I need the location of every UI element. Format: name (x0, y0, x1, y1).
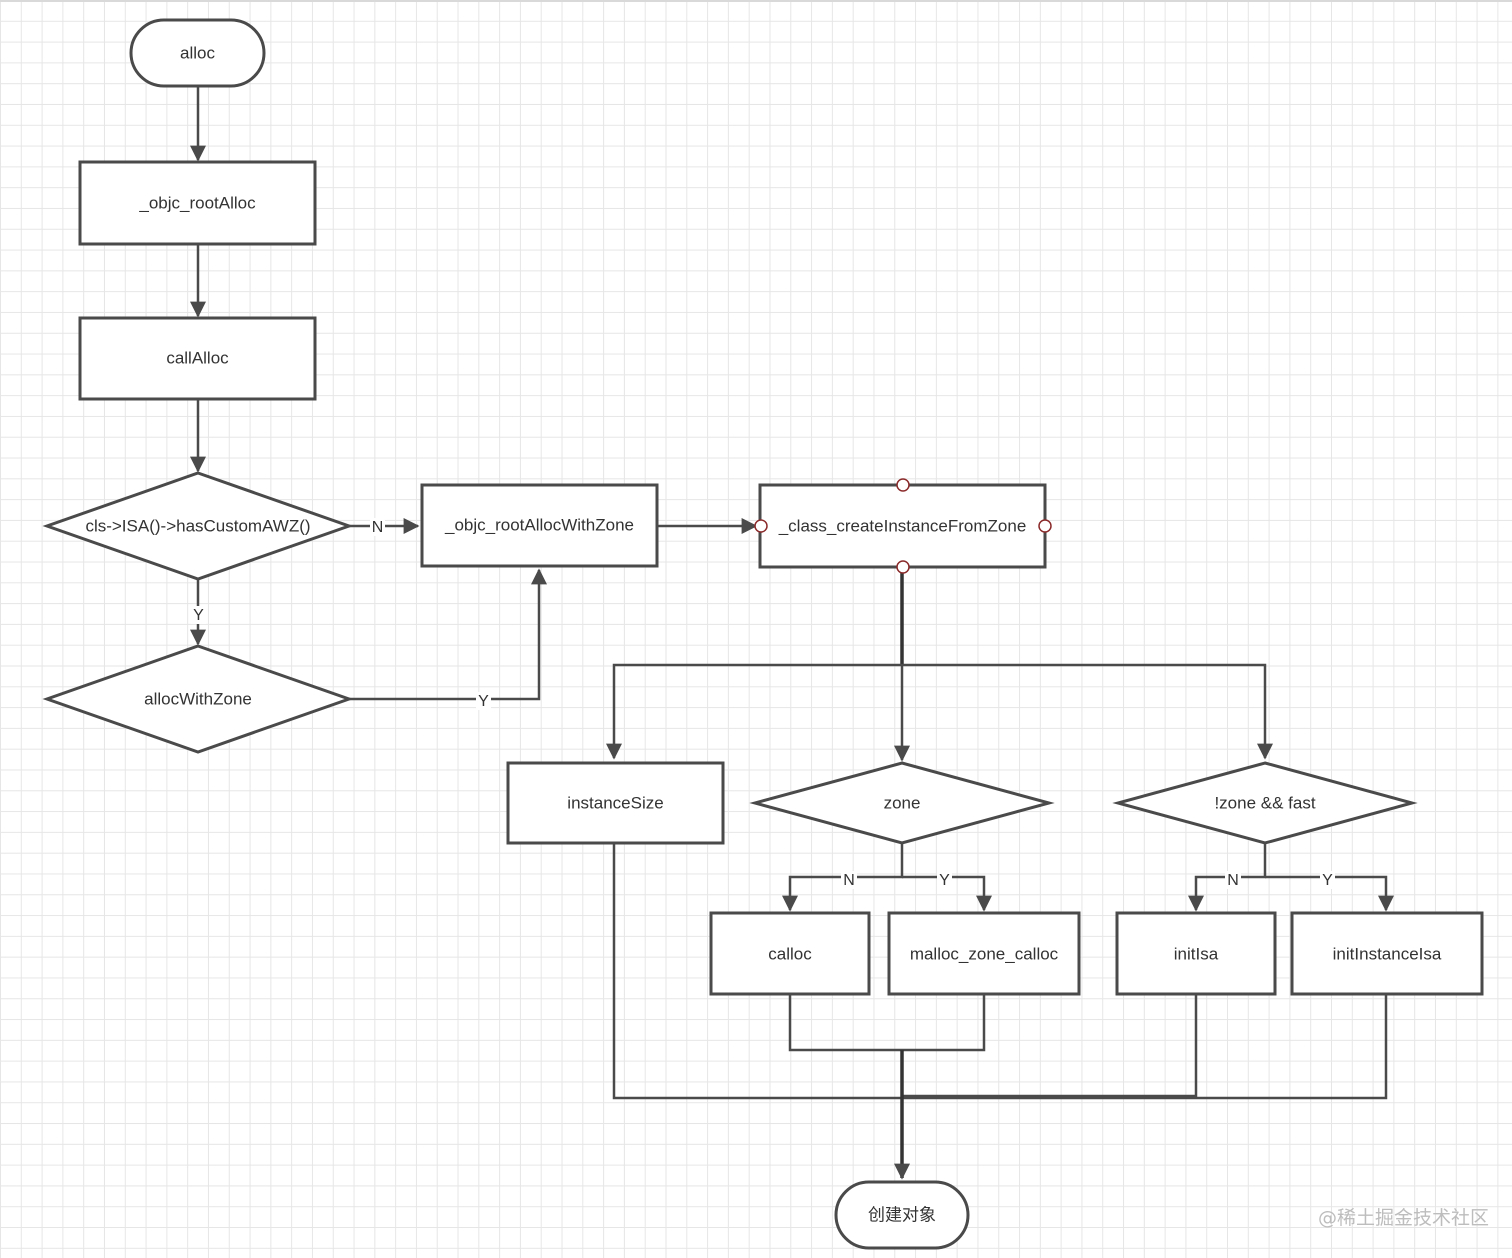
node-objc-rootallocwithzone-label: _objc_rootAllocWithZone (444, 515, 634, 534)
edge-instancesize-merge (612, 843, 1388, 1100)
node-class-createinstancefromzone-label: _class_createInstanceFromZone (778, 516, 1027, 535)
label-fast-yes: Y (1322, 872, 1333, 889)
node-class-createinstancefromzone[interactable]: _class_createInstanceFromZone (754, 478, 1052, 574)
node-create-object-label: 创建对象 (868, 1205, 936, 1224)
node-allocwithzone-decision[interactable]: allocWithZone (42, 644, 354, 754)
watermark: @稀土掘金技术社区 (1318, 1207, 1490, 1229)
node-callalloc-label: callAlloc (166, 348, 229, 367)
edge-initisa-merge (902, 994, 1198, 1098)
node-calloc[interactable]: calloc (709, 911, 871, 996)
node-callalloc[interactable]: callAlloc (78, 316, 317, 401)
node-create-object[interactable]: 创建对象 (834, 1180, 970, 1250)
node-zone-label: zone (884, 793, 921, 812)
edge-labels: N Y Y N Y N Y (191, 518, 1335, 889)
node-malloc-zone-calloc[interactable]: malloc_zone_calloc (887, 911, 1081, 996)
node-calloc-label: calloc (768, 944, 812, 963)
label-zone-yes: Y (939, 872, 950, 889)
label-fast-no: N (1227, 872, 1239, 889)
node-initisa-label: initIsa (1174, 944, 1219, 963)
port-bottom[interactable] (896, 560, 910, 574)
edge-allocwithzone-yes (349, 568, 547, 701)
label-zone-no: N (843, 872, 855, 889)
node-allocwithzone-label: allocWithZone (144, 689, 252, 708)
node-hascustomawz-decision[interactable]: cls->ISA()->hasCustomAWZ() (42, 471, 354, 581)
edge-to-instancesize (606, 663, 902, 760)
node-zone-fast-decision[interactable]: !zone && fast (1112, 761, 1418, 845)
node-malloc-zone-calloc-label: malloc_zone_calloc (910, 944, 1059, 963)
node-zone-fast-label: !zone && fast (1214, 793, 1315, 812)
node-instancesize[interactable]: instanceSize (506, 761, 725, 845)
edge-fast-yes (1265, 875, 1394, 912)
connectors (190, 86, 1394, 1180)
node-initinstanceisa[interactable]: initInstanceIsa (1290, 911, 1484, 996)
edge-to-zone-fast (902, 663, 1273, 760)
label-awz-no: N (372, 519, 384, 536)
label-allocwithzone-yes: Y (478, 693, 489, 710)
node-zone-decision[interactable]: zone (749, 761, 1055, 845)
node-objc-rootalloc[interactable]: _objc_rootAlloc (78, 160, 317, 246)
node-instancesize-label: instanceSize (567, 793, 663, 812)
node-alloc[interactable]: alloc (129, 18, 266, 88)
node-objc-rootalloc-label: _objc_rootAlloc (138, 193, 256, 212)
node-alloc-label: alloc (180, 43, 215, 62)
node-initinstanceisa-label: initInstanceIsa (1333, 944, 1442, 963)
edge-calloc-merge (788, 994, 986, 1052)
node-hascustomawz-label: cls->ISA()->hasCustomAWZ() (85, 516, 310, 535)
node-initisa[interactable]: initIsa (1115, 911, 1277, 996)
top-border (0, 0, 1512, 2)
edge-zone-yes (902, 875, 992, 912)
port-top[interactable] (896, 478, 910, 492)
port-right[interactable] (1038, 519, 1052, 533)
label-awz-yes: Y (193, 607, 204, 624)
node-objc-rootallocwithzone[interactable]: _objc_rootAllocWithZone (420, 483, 659, 568)
port-left[interactable] (754, 519, 768, 533)
